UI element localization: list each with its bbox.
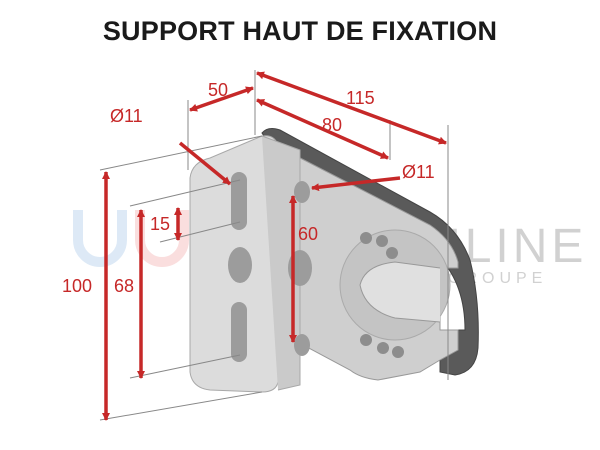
dim-width-front: 50 [208, 80, 228, 100]
dim-slot: 15 [150, 214, 170, 234]
dim-hole-left: Ø11 [110, 106, 143, 126]
dim-hole-right: Ø11 [402, 162, 435, 182]
bracket-part [189, 128, 479, 393]
dim-height-total: 100 [62, 276, 92, 296]
dim-length-mid: 80 [322, 115, 342, 135]
page-title: SUPPORT HAUT DE FIXATION [102, 16, 498, 46]
dim-hole-spacing: 60 [298, 224, 318, 244]
dim-length-total: 115 [346, 88, 375, 108]
dimension-lines [102, 71, 447, 421]
dim-height-slots: 68 [114, 276, 134, 296]
